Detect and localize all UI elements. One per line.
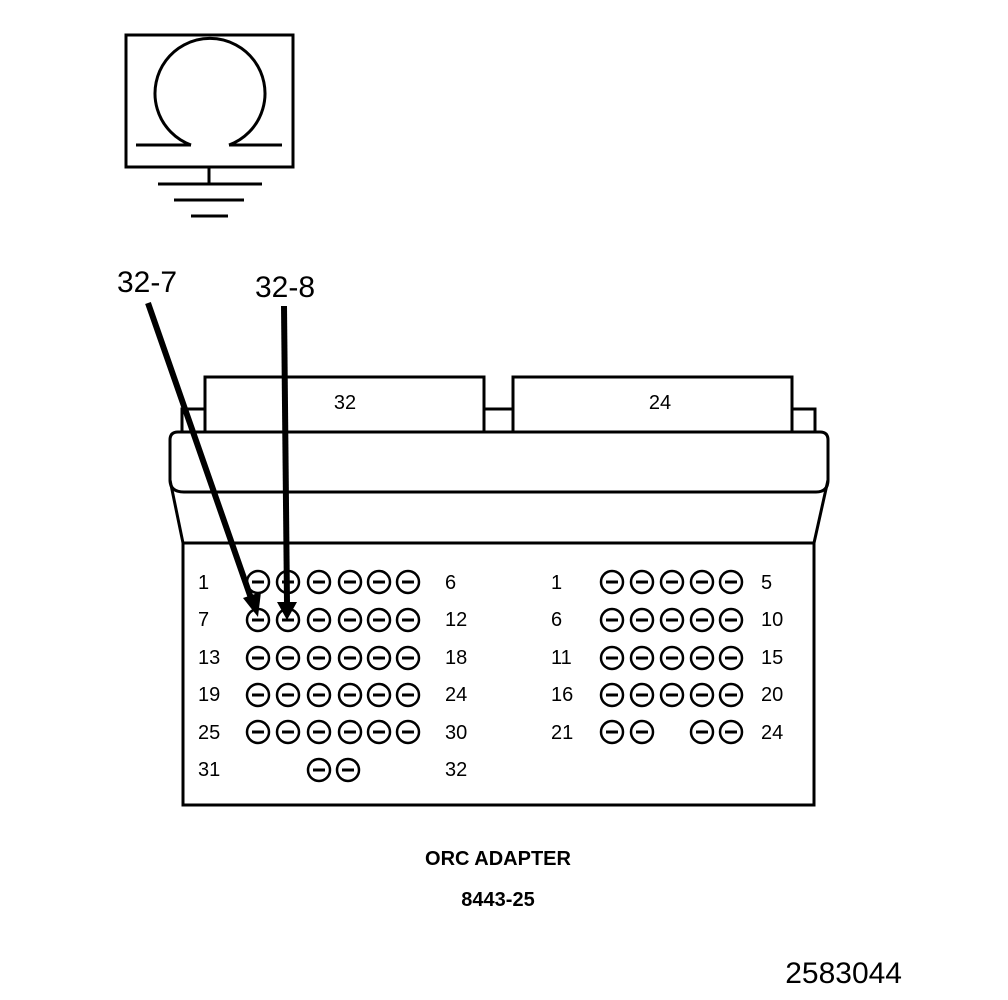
left-connector-labels: 1 6 7 12 13 18 19 24 25 30 31 32	[198, 572, 467, 781]
pin-label: 24	[445, 684, 467, 706]
tab-label-32: 32	[334, 392, 356, 414]
pin-label: 5	[761, 572, 772, 594]
ohm-icon	[153, 36, 267, 147]
pin-label: 31	[198, 759, 220, 781]
pin-label: 1	[551, 572, 562, 594]
pin-label: 20	[761, 684, 783, 706]
left-connector-pins	[245, 569, 421, 783]
tab-24	[511, 375, 794, 434]
pin-label: 24	[761, 722, 783, 744]
pin-label: 32	[445, 759, 467, 781]
probe-lead-32-8	[277, 305, 297, 620]
pin-label: 30	[445, 722, 467, 744]
tab-label-24: 24	[649, 392, 671, 414]
pin-label: 19	[198, 684, 220, 706]
probe-lead-32-7	[145, 302, 261, 617]
probe-label-32-8: 32-8	[255, 271, 315, 304]
pin-label: 15	[761, 647, 783, 669]
pin-label: 13	[198, 647, 220, 669]
pin-label: 1	[198, 572, 209, 594]
ohmmeter	[124, 33, 295, 218]
pin-label: 21	[551, 722, 573, 744]
adapter-part-number: 8443-25	[461, 889, 534, 911]
pin-label: 7	[198, 609, 209, 631]
pin-label: 18	[445, 647, 467, 669]
pin-label: 11	[551, 647, 572, 669]
figure-number: 2583044	[785, 957, 902, 990]
pin-label: 10	[761, 609, 783, 631]
right-connector-pins	[599, 569, 744, 745]
ground-icon	[158, 167, 262, 218]
pin-label: 6	[551, 609, 562, 631]
pin-label: 6	[445, 572, 456, 594]
probe-label-32-7: 32-7	[117, 266, 177, 299]
arrowhead-icon	[243, 592, 261, 617]
adapter-title: ORC ADAPTER	[425, 848, 571, 870]
pin-label: 12	[445, 609, 467, 631]
pin-label: 25	[198, 722, 220, 744]
arrowhead-icon	[277, 602, 297, 620]
right-connector-labels: 1 5 6 10 11 15 16 20 21 24	[551, 572, 783, 744]
pin-label: 16	[551, 684, 573, 706]
